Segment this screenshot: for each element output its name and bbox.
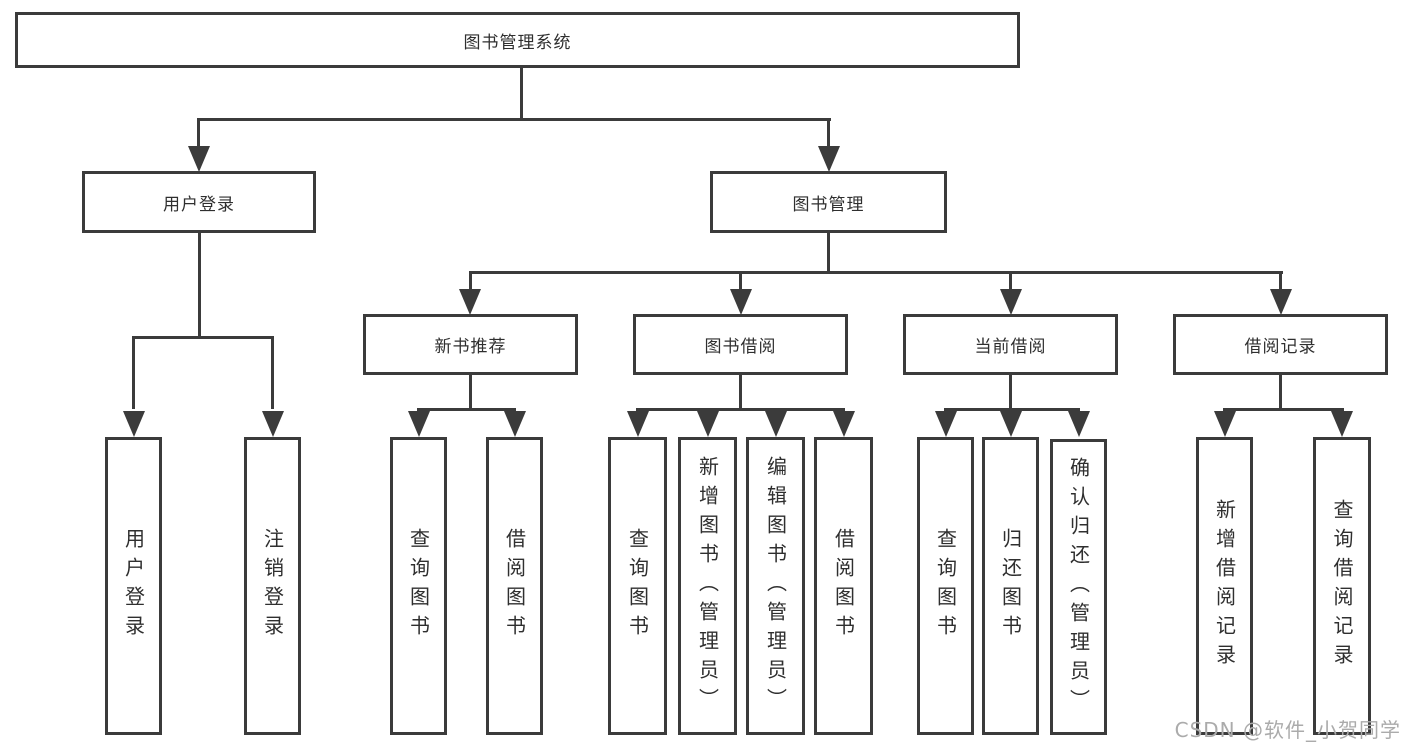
edge-borrow-stem bbox=[739, 375, 742, 408]
leaf-borrow-edit-books-admin: 编辑图书（管理员） bbox=[746, 437, 805, 735]
arrowhead-current-icon bbox=[1000, 289, 1022, 315]
leaf-borrow-add-books-admin: 新增图书（管理员） bbox=[678, 437, 737, 735]
edge-to-login-leaf-1 bbox=[132, 336, 135, 409]
leaf-label: 查询图书 bbox=[406, 528, 431, 644]
node-label: 图书管理 bbox=[792, 194, 865, 215]
node-label: 图书管理系统 bbox=[463, 32, 572, 53]
csdn-watermark: CSDN @软件_小贺同学 bbox=[1174, 718, 1401, 742]
edge-records-split bbox=[1223, 408, 1344, 411]
leaf-records-add-record: 新增借阅记录 bbox=[1196, 437, 1253, 735]
node-label: 图书借阅 bbox=[704, 337, 777, 357]
arrowhead-borrow-leaf-4-icon bbox=[833, 411, 855, 437]
leaf-label: 借阅图书 bbox=[831, 528, 856, 644]
edge-to-current bbox=[1009, 273, 1012, 291]
node-new-book-recommend: 新书推荐 bbox=[363, 314, 578, 375]
arrowhead-user-login-icon bbox=[188, 146, 210, 172]
leaf-label: 确认归还（管理员） bbox=[1066, 456, 1091, 718]
edge-recommend-stem bbox=[469, 375, 472, 408]
node-book-borrow: 图书借阅 bbox=[633, 314, 848, 375]
leaf-label: 用户登录 bbox=[121, 528, 146, 644]
leaf-label: 新增借阅记录 bbox=[1212, 499, 1237, 673]
edge-to-records bbox=[1279, 273, 1282, 291]
node-label: 新书推荐 bbox=[434, 337, 507, 357]
node-label: 当前借阅 bbox=[974, 337, 1047, 357]
edge-records-stem bbox=[1279, 375, 1282, 408]
edge-to-user-login bbox=[197, 118, 200, 148]
leaf-label: 查询图书 bbox=[625, 528, 650, 644]
edge-to-book-mgmt bbox=[827, 118, 830, 148]
arrowhead-current-leaf-3-icon bbox=[1068, 411, 1090, 437]
leaf-current-query-books: 查询图书 bbox=[917, 437, 974, 735]
edge-root-stem bbox=[520, 68, 523, 118]
leaf-borrow-borrow-books: 借阅图书 bbox=[814, 437, 873, 735]
edge-to-login-leaf-2 bbox=[271, 336, 274, 409]
edge-root-split bbox=[197, 118, 831, 121]
node-current-borrow: 当前借阅 bbox=[903, 314, 1118, 375]
leaf-user-login: 用户登录 bbox=[105, 437, 162, 735]
arrowhead-recommend-icon bbox=[459, 289, 481, 315]
node-system-root: 图书管理系统 bbox=[15, 12, 1020, 68]
arrowhead-records-leaf-1-icon bbox=[1214, 411, 1236, 437]
node-book-management: 图书管理 bbox=[710, 171, 947, 233]
arrowhead-login-leaf-1-icon bbox=[123, 411, 145, 437]
edge-to-recommend bbox=[469, 273, 472, 291]
leaf-label: 新增图书（管理员） bbox=[695, 455, 720, 717]
leaf-records-query-record: 查询借阅记录 bbox=[1313, 437, 1371, 735]
leaf-label: 查询图书 bbox=[933, 528, 958, 644]
arrowhead-borrow-leaf-1-icon bbox=[627, 411, 649, 437]
node-borrow-records: 借阅记录 bbox=[1173, 314, 1388, 375]
edge-borrow-split bbox=[636, 408, 845, 411]
leaf-label: 借阅图书 bbox=[502, 528, 527, 644]
edge-mgmt-split bbox=[469, 271, 1283, 274]
edge-to-borrow bbox=[739, 273, 742, 291]
arrowhead-records-icon bbox=[1270, 289, 1292, 315]
edge-mgmt-stem bbox=[827, 233, 830, 273]
arrowhead-records-leaf-2-icon bbox=[1331, 411, 1353, 437]
node-label: 用户登录 bbox=[163, 194, 235, 215]
leaf-current-return-books: 归还图书 bbox=[982, 437, 1039, 735]
edge-current-split bbox=[944, 408, 1080, 411]
arrowhead-book-mgmt-icon bbox=[818, 146, 840, 172]
edge-recommend-split bbox=[417, 408, 516, 411]
leaf-recommend-query-books: 查询图书 bbox=[390, 437, 447, 735]
arrowhead-current-leaf-1-icon bbox=[935, 411, 957, 437]
leaf-borrow-query-books: 查询图书 bbox=[608, 437, 667, 735]
edge-current-stem bbox=[1009, 375, 1012, 408]
leaf-label: 注销登录 bbox=[260, 528, 285, 644]
edge-login-stem bbox=[198, 233, 201, 336]
leaf-logout: 注销登录 bbox=[244, 437, 301, 735]
leaf-label: 查询借阅记录 bbox=[1330, 499, 1354, 673]
arrowhead-login-leaf-2-icon bbox=[262, 411, 284, 437]
leaf-current-confirm-return-admin: 确认归还（管理员） bbox=[1050, 439, 1107, 735]
arrowhead-recommend-leaf-1-icon bbox=[408, 411, 430, 437]
arrowhead-borrow-leaf-2-icon bbox=[697, 411, 719, 437]
arrowhead-borrow-leaf-3-icon bbox=[765, 411, 787, 437]
node-label: 借阅记录 bbox=[1244, 337, 1317, 357]
arrowhead-current-leaf-2-icon bbox=[1000, 411, 1022, 437]
arrowhead-recommend-leaf-2-icon bbox=[504, 411, 526, 437]
leaf-recommend-borrow-books: 借阅图书 bbox=[486, 437, 543, 735]
leaf-label: 归还图书 bbox=[998, 528, 1023, 644]
node-user-login: 用户登录 bbox=[82, 171, 316, 233]
edge-login-split bbox=[132, 336, 274, 339]
arrowhead-borrow-icon bbox=[730, 289, 752, 315]
leaf-label: 编辑图书（管理员） bbox=[763, 455, 788, 717]
